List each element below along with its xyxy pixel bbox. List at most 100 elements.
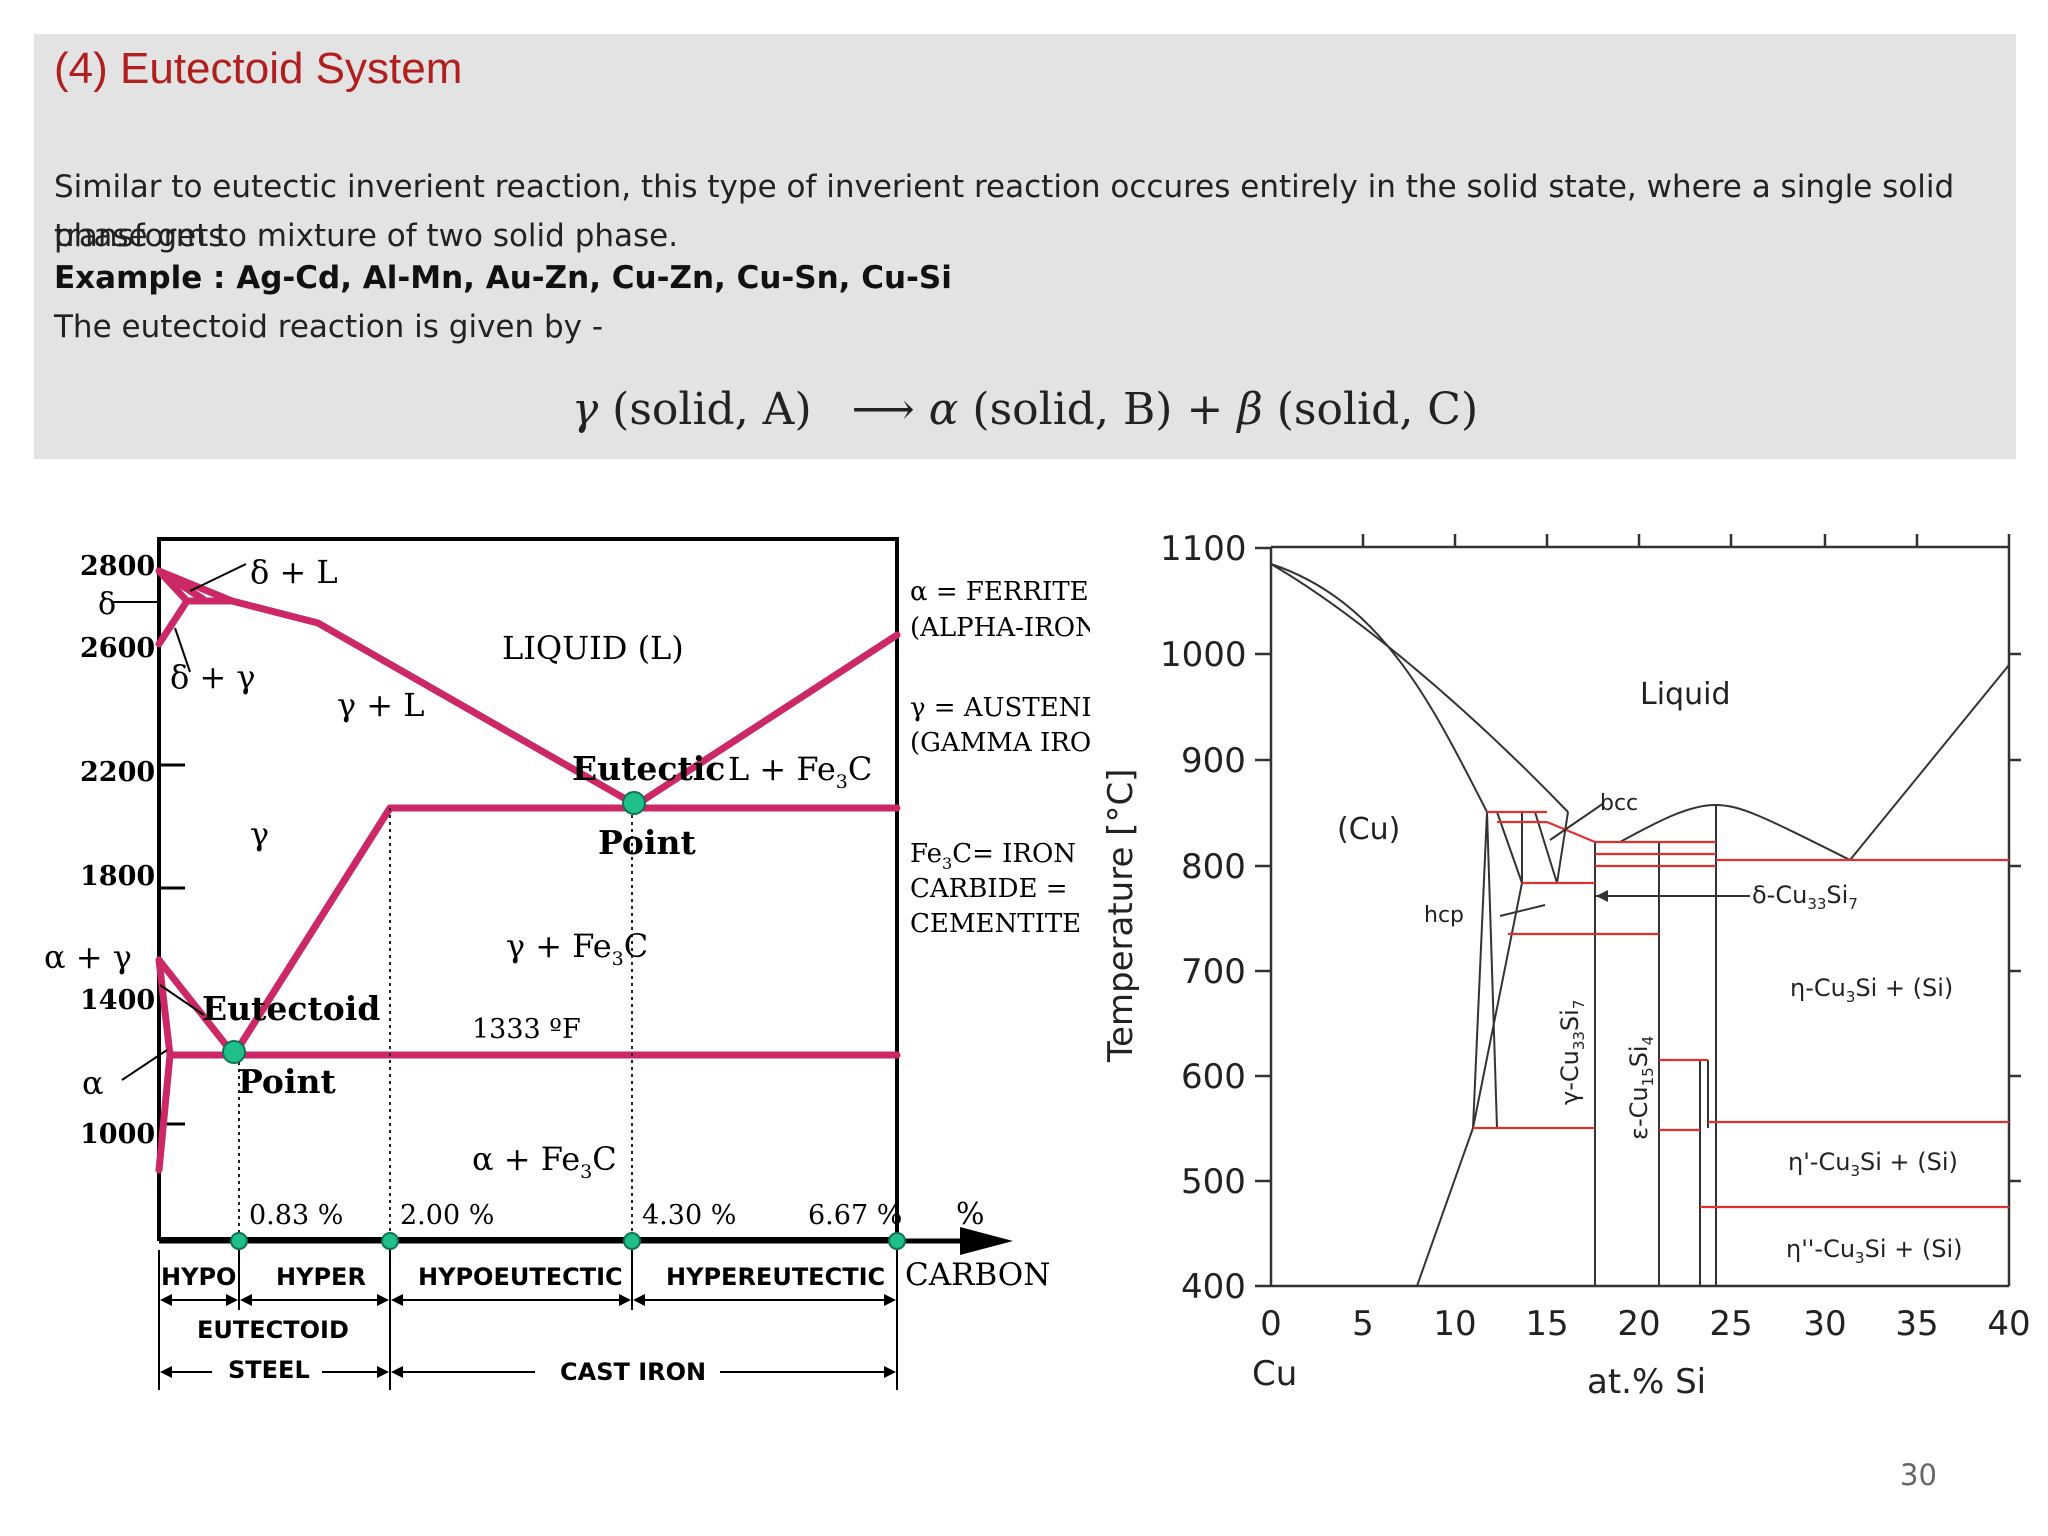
label-hyper: HYPER [276, 1263, 366, 1291]
cusi-y-500: 500 [1181, 1162, 1246, 1202]
cusi-x-35: 35 [1895, 1304, 1938, 1344]
reaction-intro: The eutectoid reaction is given by - [54, 309, 604, 345]
fe-tick-delta: δ [98, 587, 116, 622]
cusi-y-600: 600 [1181, 1057, 1246, 1097]
pct-0-83: 0.83 % [249, 1200, 343, 1231]
fe-tick-2200: 2200 [80, 757, 155, 788]
label-hypoeutectic: HYPOEUTECTIC [418, 1263, 623, 1291]
fe-tick-alpha: α [82, 1064, 104, 1102]
label-liquid: LIQUID (L) [502, 629, 684, 667]
cusi-cu-solvus [1416, 811, 1488, 1287]
cusi-y-400: 400 [1181, 1267, 1246, 1307]
a3-line [155, 956, 238, 1059]
legend-cementite-2: CARBIDE = [910, 874, 1068, 904]
fe-c-phase-diagram: 2800 δ 2600 2200 1800 α + γ 1400 α 1000 … [44, 537, 1090, 1390]
fe-tick-alpha-gamma: α + γ [44, 938, 132, 976]
description-line-1: Similar to eutectic inverient reaction, … [54, 169, 1955, 254]
cusi-x-label: at.% Si [1587, 1362, 1706, 1402]
cusi-x-5: 5 [1352, 1304, 1374, 1344]
cusi-eta-prime: η'-Cu3Si + (Si) [1788, 1148, 1958, 1180]
cusi-solidus-cu [1270, 563, 1569, 813]
fe-tick-2600: 2600 [80, 633, 155, 664]
cusi-x-25: 25 [1709, 1304, 1752, 1344]
cusi-x-10: 10 [1433, 1304, 1476, 1344]
example-text: Example : Ag-Cd, Al-Mn, Au-Zn, Cu-Zn, Cu… [54, 260, 952, 296]
cusi-bcc: bcc [1600, 791, 1638, 816]
label-delta-l: δ + L [250, 553, 338, 591]
cusi-liquidus-right [1849, 664, 2010, 861]
cu-si-phase-diagram: 1100 1000 900 800 700 600 500 400 0 5 10… [1101, 529, 2031, 1402]
label-1333f: 1333 ºF [472, 1014, 581, 1045]
legend-austenite-1: γ = AUSTENITE [910, 693, 1090, 723]
legend-cementite-3: CEMENTITE [910, 909, 1081, 939]
label-hypo: HYPO [161, 1263, 236, 1291]
cusi-y-800: 800 [1181, 847, 1246, 887]
cusi-y-1100: 1100 [1160, 529, 1247, 569]
cusi-cu-phase: (Cu) [1337, 812, 1400, 847]
cusi-delta: δ-Cu33Si7 [1752, 881, 1858, 913]
eutectic-point-marker [622, 791, 646, 815]
pct-2-00: 2.00 % [400, 1200, 494, 1231]
label-alpha-fe3c: α + Fe3C [472, 1140, 617, 1183]
label-eutectic: Eutectic [572, 749, 725, 788]
eq-product-2-state: (solid, C) [1276, 384, 1479, 435]
label-delta-gamma: δ + γ [170, 658, 256, 696]
cusi-gamma: γ-Cu33Si7 [1556, 1000, 1588, 1105]
pct-unit: % [956, 1197, 985, 1232]
label-hypereutectic: HYPEREUTECTIC [666, 1263, 885, 1291]
label-cast-iron: CAST IRON [560, 1358, 706, 1386]
cusi-epsilon: ε-Cu15Si4 [1625, 1036, 1657, 1140]
cusi-liquid: Liquid [1640, 677, 1730, 712]
label-gamma: γ [250, 815, 269, 853]
label-gamma-l: γ + L [337, 686, 425, 724]
cusi-hcp: hcp [1424, 903, 1464, 928]
pct-4-30: 4.30 % [642, 1200, 736, 1231]
eutectoid-equation: γ (solid, A) ⟶ α (solid, B) + β (solid, … [34, 384, 2016, 435]
legend-austenite-2: (GAMMA IRON) [910, 728, 1090, 758]
cusi-y-700: 700 [1181, 952, 1246, 992]
carbon-axis-arrow [960, 1227, 1013, 1255]
cusi-eta-double-prime: η''-Cu3Si + (Si) [1786, 1235, 1963, 1267]
cusi-liquidus-left [1270, 563, 1488, 813]
cusi-y-label: Temperature [°C] [1101, 769, 1141, 1063]
legend-ferrite-2: (ALPHA-IRON) [910, 613, 1090, 643]
label-eutectoid: Eutectoid [202, 989, 380, 1028]
cusi-x-40: 40 [1987, 1304, 2030, 1344]
cusi-x-30: 30 [1803, 1304, 1846, 1344]
cusi-x-15: 15 [1525, 1304, 1568, 1344]
legend-ferrite-1: α = FERRITE [910, 577, 1089, 607]
label-eutectic-point: Point [598, 823, 696, 862]
cusi-y-1000: 1000 [1160, 635, 1247, 675]
carbon-label: CARBON [905, 1257, 1050, 1293]
pct-6-67: 6.67 % [808, 1200, 902, 1231]
liquidus-left [155, 567, 640, 809]
eq-reactant: γ [571, 384, 599, 435]
label-eutectoid-point: Point [238, 1062, 336, 1101]
slide-title: (4) Eutectoid System [54, 44, 463, 93]
eq-product-1-state: (solid, B) [972, 384, 1173, 435]
fe-tick-2800: 2800 [80, 551, 155, 582]
eutectoid-point-marker [222, 1040, 246, 1064]
cusi-y-900: 900 [1181, 741, 1246, 781]
fe-tick-1000: 1000 [80, 1119, 155, 1150]
fe-tick-1800: 1800 [80, 861, 155, 892]
cusi-x-cu: Cu [1252, 1354, 1297, 1394]
eq-product-2: β [1237, 384, 1263, 435]
eq-reactant-state: (solid, A) [612, 384, 812, 435]
label-eutectoid-steel: EUTECTOID [197, 1316, 349, 1344]
legend-cementite-1: Fe3C= IRON [910, 839, 1076, 873]
cusi-eta: η-Cu3Si + (Si) [1790, 974, 1953, 1006]
label-l-fe3c: L + Fe3C [728, 750, 872, 793]
eq-product-1: α [928, 384, 959, 435]
label-steel: STEEL [228, 1356, 310, 1384]
cusi-liquidus-mid [1619, 803, 1851, 861]
description-line-2: transform to mixture of two solid phase. [54, 218, 679, 254]
eq-plus: + [1186, 384, 1224, 435]
label-gamma-fe3c: γ + Fe3C [506, 927, 648, 970]
page-number: 30 [1900, 1458, 1937, 1492]
eq-arrow: ⟶ [851, 384, 915, 435]
cusi-x-0: 0 [1260, 1304, 1282, 1344]
fe-tick-1400: 1400 [80, 985, 155, 1016]
header-panel: (4) Eutectoid System Similar to eutectic… [34, 34, 2016, 459]
cusi-x-20: 20 [1617, 1304, 1660, 1344]
